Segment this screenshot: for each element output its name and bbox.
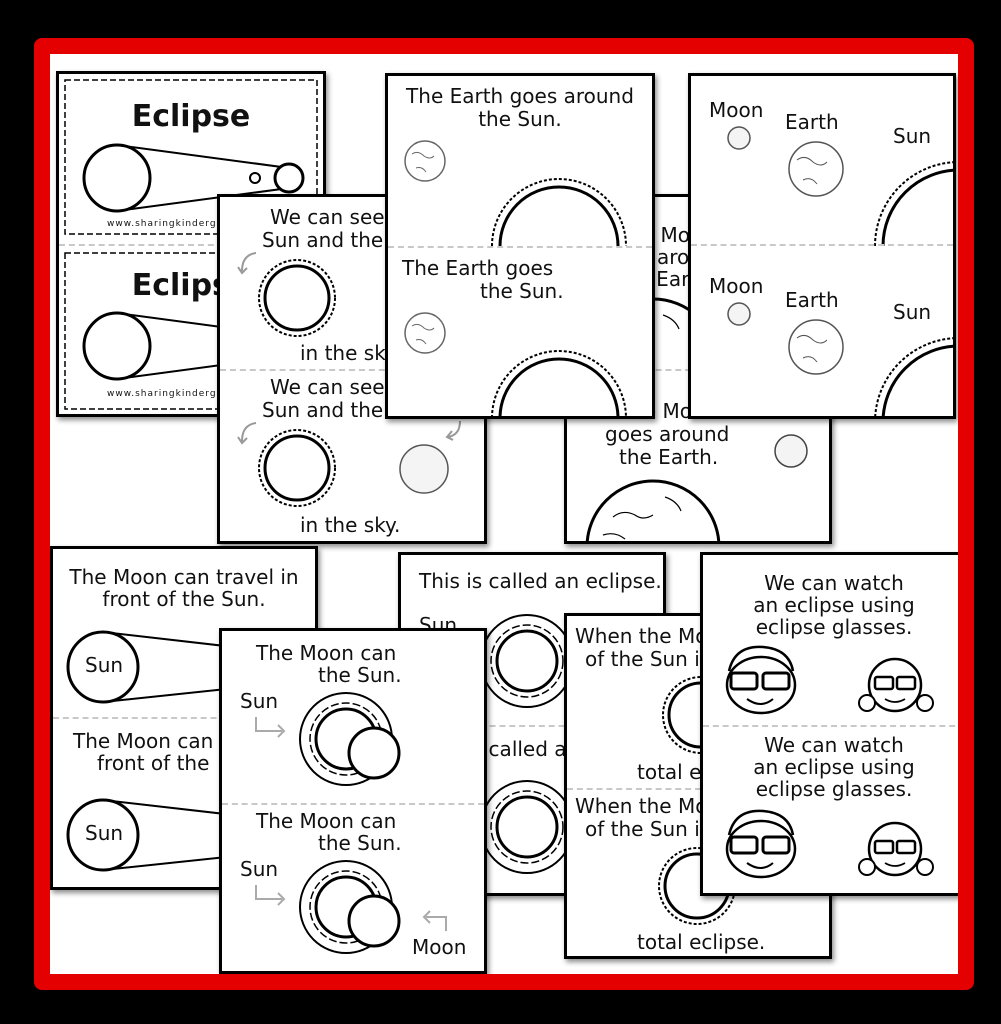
cut-line xyxy=(567,788,829,790)
arrow-icon xyxy=(255,885,286,906)
text-line: the Sun. xyxy=(318,663,402,687)
moon-icon xyxy=(399,444,449,494)
arrow-icon xyxy=(237,422,257,445)
text-line: an eclipse using xyxy=(753,593,915,617)
label-sun: Sun xyxy=(240,857,279,881)
card-moon-can: The Moon can the Sun. Sun The Moon can t… xyxy=(219,628,487,974)
text-line: The Moon can xyxy=(256,809,397,833)
boy-glasses-icon xyxy=(725,809,797,879)
cut-line xyxy=(691,244,953,246)
arrow-icon xyxy=(445,420,461,441)
label-earth: Earth xyxy=(785,288,839,312)
card-earth-around-sun: The Earth goes around the Sun. The Earth… xyxy=(385,73,655,419)
text-line: of the Sun i xyxy=(585,647,700,671)
cut-line xyxy=(53,717,315,719)
sun-icon xyxy=(258,429,336,507)
eclipse-sun-icon xyxy=(480,780,574,874)
moon-icon xyxy=(774,434,808,468)
label-sun: Sun xyxy=(85,821,124,845)
text-line: the Earth. xyxy=(619,445,719,469)
text-line: eclipse glasses. xyxy=(755,777,913,801)
sun-icon xyxy=(491,178,627,246)
wavy-border-icon xyxy=(64,79,318,235)
preview-canvas: Eclipse www.sharingkinderg Eclipse www.s… xyxy=(50,54,958,974)
cut-line xyxy=(703,725,958,727)
moon-icon xyxy=(347,894,401,948)
label-moon: Moon xyxy=(709,274,764,298)
text-line: When the Mo xyxy=(575,794,708,818)
text-line: front of the xyxy=(97,751,210,775)
earth-icon xyxy=(585,479,721,541)
text-line: We can see xyxy=(270,375,385,399)
text-line: an eclipse using xyxy=(753,755,915,779)
eclipse-sun-icon xyxy=(480,614,574,708)
sun-icon xyxy=(874,337,953,416)
sun-icon xyxy=(491,350,627,416)
earth-icon xyxy=(788,141,844,197)
label-sun: Sun xyxy=(240,689,279,713)
text-line: The Moon can xyxy=(256,641,397,665)
text-line: goes around xyxy=(605,422,730,446)
cut-line xyxy=(222,803,484,805)
cover-title: Eclipse xyxy=(131,99,251,134)
girl-glasses-icon xyxy=(858,821,934,877)
text-line: the Sun. xyxy=(480,279,564,303)
text-line: eclipse glasses. xyxy=(755,615,913,639)
boy-glasses-icon xyxy=(725,645,797,715)
text-line: total e xyxy=(637,760,702,784)
cut-line xyxy=(220,369,484,371)
cover-website: www.sharingkinderg xyxy=(107,219,217,229)
sun-icon xyxy=(66,798,315,872)
earth-icon xyxy=(404,140,446,182)
moon-icon xyxy=(727,126,751,150)
card-eclipse-glasses: We can watch an eclipse using eclipse gl… xyxy=(700,552,958,896)
eclipse-diagram-icon xyxy=(82,143,305,213)
text-line: We can see xyxy=(270,205,385,229)
text-line: When the Mo xyxy=(575,624,708,648)
text-line: We can watch xyxy=(764,733,904,757)
earth-icon xyxy=(404,312,446,354)
cut-line xyxy=(401,725,663,727)
sun-icon xyxy=(874,161,953,246)
text-line: We can watch xyxy=(764,571,904,595)
text-line: Sun and the xyxy=(262,228,384,252)
label-moon: Moon xyxy=(709,98,764,122)
arrow-icon xyxy=(237,252,257,275)
earth-icon xyxy=(788,319,844,375)
arrow-icon xyxy=(422,910,447,931)
girl-glasses-icon xyxy=(858,657,934,713)
cover-website: www.sharingkinderg xyxy=(107,389,217,399)
text-line: This is called an eclipse. xyxy=(419,569,662,593)
label-sun: Sun xyxy=(893,124,932,148)
text-line: The Moon can travel in xyxy=(69,565,299,589)
text-line: in the sky. xyxy=(300,513,401,537)
text-line: of the Sun i xyxy=(585,817,700,841)
text-line: Sun and the xyxy=(262,398,384,422)
label-sun: Sun xyxy=(85,653,124,677)
moon-icon xyxy=(347,726,401,780)
text-line: the Sun. xyxy=(478,107,562,131)
text-line: The Earth goes xyxy=(402,256,554,280)
text-line: The Earth goes around xyxy=(406,84,634,108)
text-line: in the sky. xyxy=(300,341,401,365)
cut-line xyxy=(59,244,323,246)
text-line: front of the Sun. xyxy=(102,587,266,611)
moon-icon xyxy=(727,302,751,326)
sun-icon xyxy=(258,259,336,337)
label-sun: Sun xyxy=(893,300,932,324)
text-line: The Moon can t xyxy=(73,729,228,753)
label-earth: Earth xyxy=(785,110,839,134)
text-line: the Sun. xyxy=(318,831,402,855)
card-moon-earth-sun: Moon Earth Sun Moon Earth Sun xyxy=(688,73,956,419)
text-line: total eclipse. xyxy=(637,930,766,954)
cut-line xyxy=(388,246,652,248)
label-moon: Moon xyxy=(412,935,467,959)
arrow-icon xyxy=(255,717,286,738)
